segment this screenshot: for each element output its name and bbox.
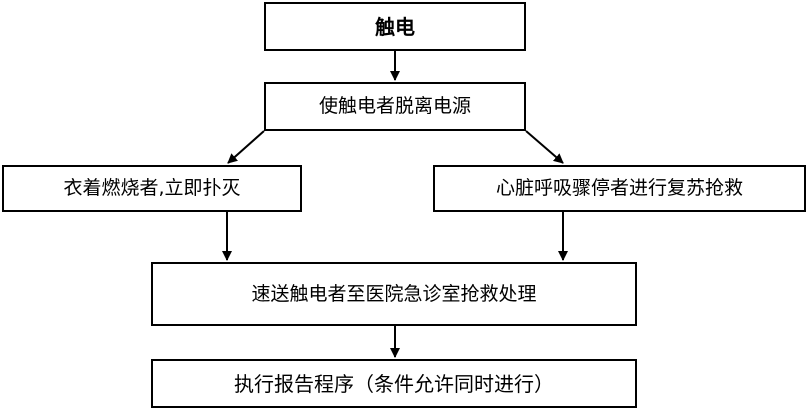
node-label: 心脏呼吸骤停者进行复苏抢救	[495, 177, 743, 199]
node-label: 衣着燃烧者,立即扑灭	[63, 177, 241, 199]
node-disconnect-power: 使触电者脱离电源	[264, 82, 526, 131]
node-reporting-procedure: 执行报告程序（条件允许同时进行）	[151, 359, 637, 408]
node-label: 速送触电者至医院急诊室抢救处理	[251, 282, 537, 305]
node-extinguish-burning-clothes: 衣着燃烧者,立即扑灭	[2, 165, 302, 212]
node-label: 执行报告程序（条件允许同时进行）	[234, 371, 554, 396]
node-label: 使触电者脱离电源	[318, 95, 471, 117]
node-electric-shock: 触电	[264, 2, 526, 51]
arrow-disconnect-to-cpr	[525, 130, 564, 164]
arrow-disconnect-to-fire	[227, 130, 265, 164]
node-cardiopulmonary-resuscitation: 心脏呼吸骤停者进行复苏抢救	[433, 165, 806, 212]
node-send-to-hospital: 速送触电者至医院急诊室抢救处理	[151, 262, 637, 326]
node-label: 触电	[375, 14, 415, 39]
